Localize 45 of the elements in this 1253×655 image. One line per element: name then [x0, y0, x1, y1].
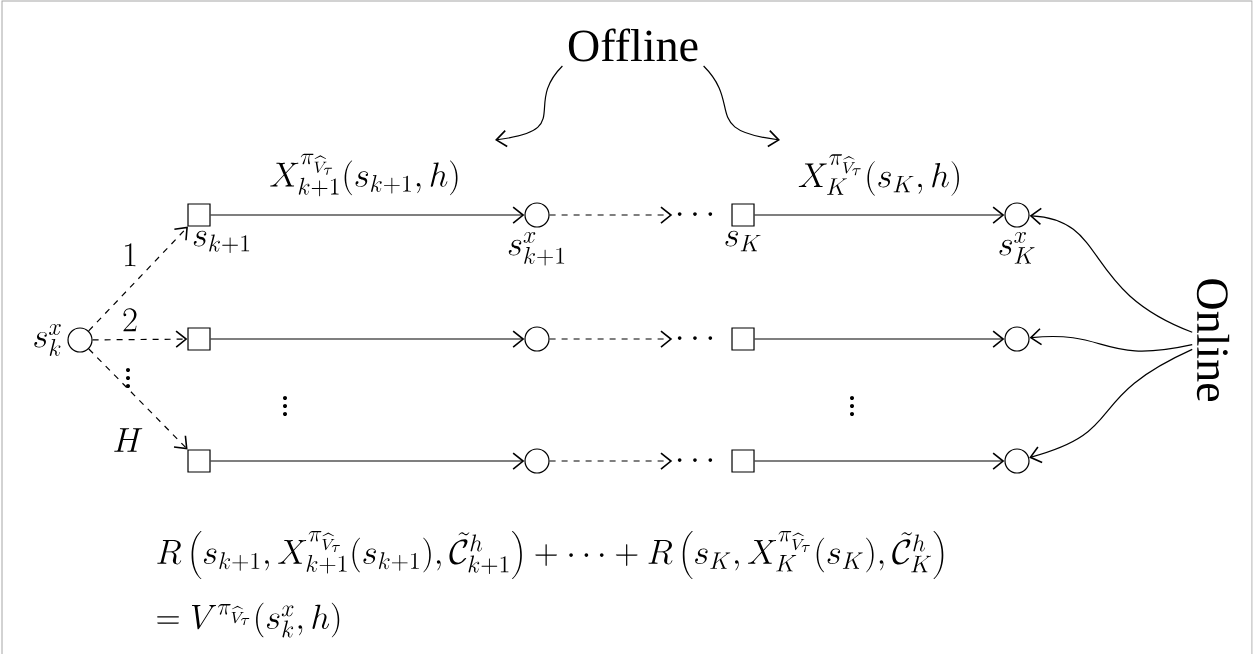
- arrow: [703, 65, 780, 148]
- arrow: [1029, 207, 1193, 333]
- state-circle: [524, 448, 550, 474]
- state-label: $s_{k+1}$: [193, 230, 250, 254]
- ellipsis: $\cdots$: [677, 458, 713, 462]
- state-label: $s_K^x$: [999, 231, 1035, 264]
- arrow: [1029, 348, 1193, 464]
- ellipsis: $\cdots$: [677, 336, 713, 340]
- edge-label: $H$: [114, 428, 143, 452]
- arrow: [92, 330, 188, 348]
- arrow: [549, 206, 673, 224]
- equation: $=V^{\pi_{\widehat{V}_\tau}}(s_k^x,h)$: [157, 602, 340, 638]
- decision-square: [731, 449, 755, 473]
- ellipsis: $\vdots$: [283, 396, 288, 416]
- edge-label: $X_{k+1}^{\pi_{\widehat{V}_\tau}}(s_{k+1},h)$: [270, 153, 458, 197]
- state-label: $s_{k+1}^x$: [508, 231, 565, 266]
- state-label: $s_K$: [725, 230, 761, 252]
- state-circle: [1004, 326, 1030, 352]
- ellipsis: $\vdots$: [126, 368, 131, 388]
- arrow: [210, 330, 525, 348]
- state-label: $s_k^x$: [34, 324, 61, 356]
- arrow: [1029, 327, 1193, 352]
- state-circle: [524, 326, 550, 352]
- annotation-text: Offline: [568, 28, 698, 62]
- decision-square: [187, 327, 211, 351]
- arrow: [754, 330, 1005, 348]
- arrow: [549, 452, 673, 470]
- arrow: [210, 452, 525, 470]
- edge-label: $2$: [123, 308, 137, 332]
- annotation-text: Online: [1196, 279, 1230, 401]
- edge-label: $1$: [125, 243, 136, 267]
- arrow: [549, 330, 673, 348]
- arrow: [88, 226, 188, 332]
- equation: $R\left(s_{k+1},X_{k+1}^{\pi_{\widehat{V}_\tau}}(s_{k+1}),\tilde{\mathcal{C}}_{k+1}^h\right)+\cdots+R\left(s_K,X_K^{\pi_{\widehat{V}_\tau}}(s_K),\tilde{\mathcal{C}}_K^h\right)$: [157, 530, 944, 580]
- arrow: [754, 206, 1005, 224]
- decision-square: [187, 449, 211, 473]
- state-circle: [1004, 448, 1030, 474]
- decision-square: [731, 327, 755, 351]
- arrow: [495, 65, 563, 148]
- arrow: [754, 452, 1005, 470]
- arrow: [88, 348, 188, 450]
- ellipsis: $\cdots$: [677, 212, 713, 216]
- edge-label: $X_K^{\pi_{\widehat{V}_\tau}}(s_K,h)$: [798, 154, 959, 196]
- ellipsis: $\vdots$: [850, 396, 855, 416]
- arrow: [210, 206, 525, 224]
